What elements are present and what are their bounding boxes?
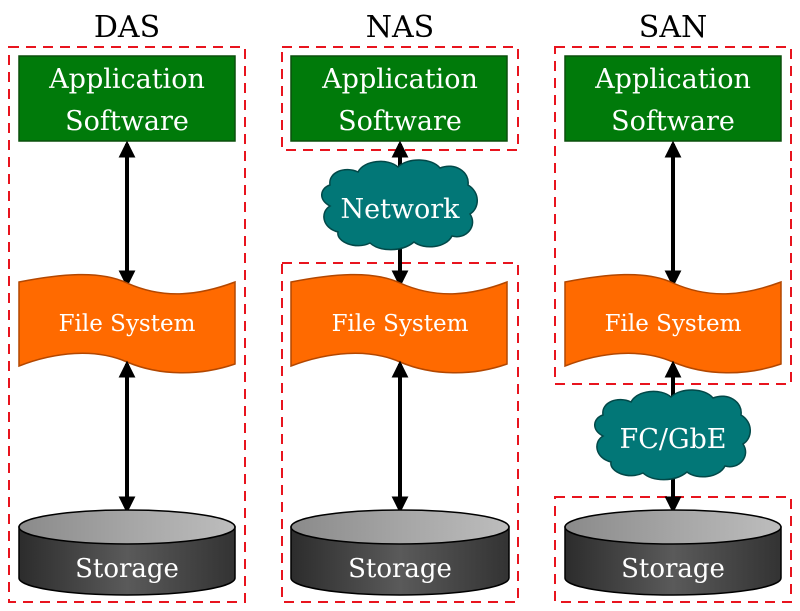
storage-cylinder-side [564,526,782,596]
application-box [564,55,782,142]
san-fc-gbe-cloud: FC/GbE [594,389,751,481]
storage-label: Storage [75,554,179,584]
file-system-label: File System [605,311,742,337]
das-boundary [8,46,246,603]
storage-cylinder-side [18,526,236,596]
network-label: Network [340,194,460,225]
application-label-line2: Software [338,106,462,137]
san-file-system: File System [564,273,782,374]
storage-cylinder-top [18,509,236,545]
san-storage: Storage [564,509,782,596]
file-system-shape [18,273,236,374]
network-cloud-shape [321,159,478,251]
san-storage-boundary [554,496,792,603]
nas-network-cloud: Network [321,159,478,251]
file-system-label: File System [59,311,196,337]
das-application-software: Application Software [18,55,236,142]
nas-storage: Storage [290,509,510,596]
file-system-label: File System [332,311,469,337]
application-label-line1: Application [321,64,478,95]
column-san: SAN Application Software File System FC/… [554,10,792,603]
column-nas: NAS Application Software Network File Sy… [281,10,519,603]
storage-label: Storage [348,554,452,584]
column-das: DAS Application Software File System Sto… [8,10,246,603]
application-label-line1: Application [594,64,751,95]
das-file-system: File System [18,273,236,374]
nas-file-system: File System [290,273,508,374]
storage-cylinder-top [290,509,510,545]
application-label-line1: Application [48,64,205,95]
application-box [290,55,508,142]
application-label-line2: Software [611,106,735,137]
file-system-shape [564,273,782,374]
application-box [18,55,236,142]
column-title-das: DAS [94,10,160,45]
storage-cylinder-top [564,509,782,545]
file-system-shape [290,273,508,374]
column-title-san: SAN [639,10,707,45]
san-host-boundary [554,46,792,385]
column-title-nas: NAS [366,10,434,45]
fc-gbe-label: FC/GbE [619,424,726,455]
application-label-line2: Software [65,106,189,137]
fc-gbe-cloud-shape [594,389,751,481]
das-storage: Storage [18,509,236,596]
san-application-software: Application Software [564,55,782,142]
nas-application-software: Application Software [290,55,508,142]
storage-label: Storage [621,554,725,584]
storage-cylinder-side [290,526,510,596]
